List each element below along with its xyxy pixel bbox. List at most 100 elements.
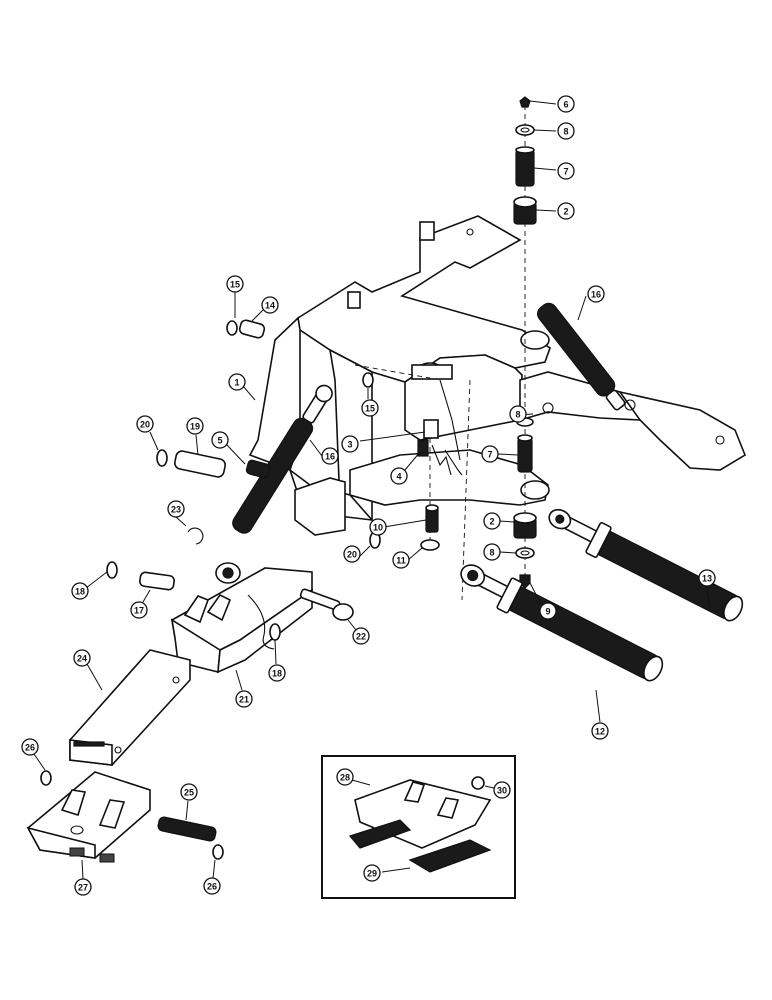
callout-circle	[321, 447, 339, 465]
callout-26: 26	[203, 877, 221, 895]
callout-15: 15	[226, 275, 244, 293]
bottom-pin-stack	[513, 512, 537, 589]
main-frame	[248, 215, 746, 536]
callout-label: 16	[591, 290, 601, 300]
callout-label: 11	[396, 556, 406, 566]
callout-label: 15	[365, 404, 375, 414]
callout-circle	[343, 545, 361, 563]
callout-label: 14	[265, 301, 275, 311]
inset-box	[321, 755, 516, 899]
callout-circle	[73, 649, 91, 667]
callout-circle	[539, 602, 557, 620]
callout-8: 8	[483, 543, 501, 561]
callout-21: 21	[235, 690, 253, 708]
callout-circle	[352, 627, 370, 645]
callout-23: 23	[167, 500, 185, 518]
callout-3: 3	[341, 435, 359, 453]
callout-circle	[186, 417, 204, 435]
callout-label: 7	[563, 167, 568, 177]
callout-circle	[21, 738, 39, 756]
callout-label: 25	[184, 788, 194, 798]
callout-label: 1	[234, 378, 239, 388]
callout-label: 17	[134, 606, 144, 616]
callout-20: 20	[343, 545, 361, 563]
callout-label: 18	[75, 587, 85, 597]
callout-label: 19	[190, 422, 200, 432]
callout-label: 26	[207, 882, 217, 892]
callout-label: 23	[171, 505, 181, 515]
center-bolts	[417, 419, 452, 551]
callout-circle	[557, 95, 575, 113]
callout-circle	[336, 768, 354, 786]
alignment-lines	[354, 105, 526, 601]
callout-circle	[180, 783, 198, 801]
callout-circle	[698, 569, 716, 587]
callout-circle	[228, 373, 246, 391]
callout-16: 16	[321, 447, 339, 465]
hitch-assembly	[69, 561, 354, 766]
middle-pin-stack	[516, 417, 534, 473]
callout-8: 8	[509, 405, 527, 423]
callout-circle	[591, 722, 609, 740]
callout-circle	[557, 202, 575, 220]
callout-label: 21	[239, 695, 249, 705]
callout-circle	[557, 122, 575, 140]
callout-1: 1	[228, 373, 246, 391]
callout-26: 26	[21, 738, 39, 756]
callout-circle	[261, 296, 279, 314]
callout-label: 9	[545, 607, 550, 617]
callout-label: 30	[497, 786, 507, 796]
callout-label: 8	[563, 127, 568, 137]
callout-24: 24	[73, 649, 91, 667]
callout-7: 7	[481, 445, 499, 463]
callout-15: 15	[361, 399, 379, 417]
callout-circle	[268, 664, 286, 682]
callout-label: 26	[25, 743, 35, 753]
callout-18: 18	[268, 664, 286, 682]
callout-label: 29	[367, 869, 377, 879]
callout-circle	[71, 582, 89, 600]
callout-8: 8	[557, 122, 575, 140]
callout-circle	[235, 690, 253, 708]
callout-label: 10	[373, 523, 383, 533]
callout-label: 22	[356, 632, 366, 642]
callout-14: 14	[261, 296, 279, 314]
callout-circle	[167, 500, 185, 518]
callout-circle	[483, 543, 501, 561]
callout-22: 22	[352, 627, 370, 645]
callout-label: 20	[140, 420, 150, 430]
callout-circle	[509, 405, 527, 423]
callout-label: 4	[396, 472, 401, 482]
callout-circle	[493, 781, 511, 799]
tube-assemblies	[460, 508, 744, 682]
callout-12: 12	[591, 722, 609, 740]
callout-19: 19	[186, 417, 204, 435]
callout-label: 3	[347, 440, 352, 450]
callout-circle	[136, 415, 154, 433]
callout-25: 25	[180, 783, 198, 801]
callout-27: 27	[74, 878, 92, 896]
callout-2: 2	[557, 202, 575, 220]
callout-label: 8	[489, 548, 494, 558]
callout-18: 18	[71, 582, 89, 600]
callout-circle	[390, 467, 408, 485]
callout-label: 5	[217, 436, 222, 446]
callout-10: 10	[369, 518, 387, 536]
callout-circle	[226, 275, 244, 293]
callout-circle	[369, 518, 387, 536]
callout-label: 12	[595, 727, 605, 737]
callout-13: 13	[698, 569, 716, 587]
callout-label: 18	[272, 669, 282, 679]
callout-11: 11	[392, 551, 410, 569]
callout-5: 5	[211, 431, 229, 449]
callout-4: 4	[390, 467, 408, 485]
callout-17: 17	[130, 601, 148, 619]
callout-label: 7	[487, 450, 492, 460]
leader-lines	[33, 100, 711, 880]
callout-label: 8	[515, 410, 520, 420]
callout-circle	[557, 162, 575, 180]
callout-circle	[341, 435, 359, 453]
callout-circle	[481, 445, 499, 463]
callout-label: 6	[563, 100, 568, 110]
